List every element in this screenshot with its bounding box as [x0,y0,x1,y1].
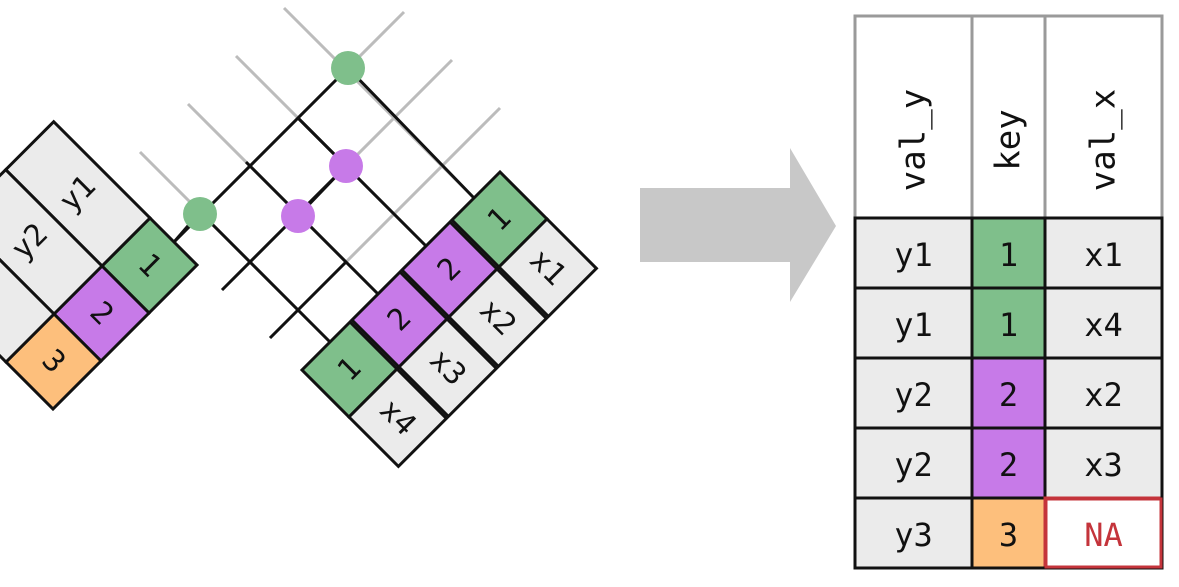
result-header [853,14,1164,220]
left-value-cell [0,257,57,365]
header-val-y: val_y [894,89,934,191]
match-dot [281,199,315,233]
key-text: 1 [999,236,1018,274]
key-text: 3 [999,516,1018,554]
key-text: 2 [999,376,1018,414]
join-arrow [640,148,836,302]
val-y-text: y1 [894,306,933,344]
header-val-x: val_x [1084,89,1124,191]
val-y-text: y2 [894,376,933,414]
result-table: val_y key val_x y1 1 x1 y1 1 x4 y2 2 x2 y2 2 x3 y3 3 NA [853,14,1164,570]
result-body-border [853,216,1164,570]
right-value-cell [346,366,449,469]
match-dot [329,149,363,183]
match-dot [183,197,217,231]
cell-key [970,286,1047,360]
right-value-cell [446,266,549,369]
val-y-text: y2 [894,446,933,484]
join-grid [138,6,502,344]
val-x-text: x3 [1084,446,1123,484]
na-cell-border [1044,497,1163,569]
left-value-cell [0,167,105,317]
right-value-cell [496,216,599,319]
key-text: 2 [999,446,1018,484]
val-x-text: x4 [1084,306,1123,344]
header-key: key [989,109,1029,170]
val-y-text: y3 [894,516,933,554]
match-line [268,260,348,340]
val-x-text: x2 [1084,376,1123,414]
left-value-label: y3 [0,265,7,315]
match-line [346,66,476,200]
cell-val-y [853,286,974,360]
right-value-cell [396,316,499,419]
match-dots [183,51,365,233]
match-line [198,210,332,344]
cell-val-x [1043,356,1164,430]
key-text: 1 [999,306,1018,344]
match-line [244,160,380,296]
val-x-text: x1 [1084,236,1123,274]
match-dot [331,51,365,85]
cell-val-y [853,496,974,570]
cell-key [970,356,1047,430]
arrow-icon [640,148,836,302]
na-text: NA [1084,516,1123,554]
val-y-text: y1 [894,236,933,274]
